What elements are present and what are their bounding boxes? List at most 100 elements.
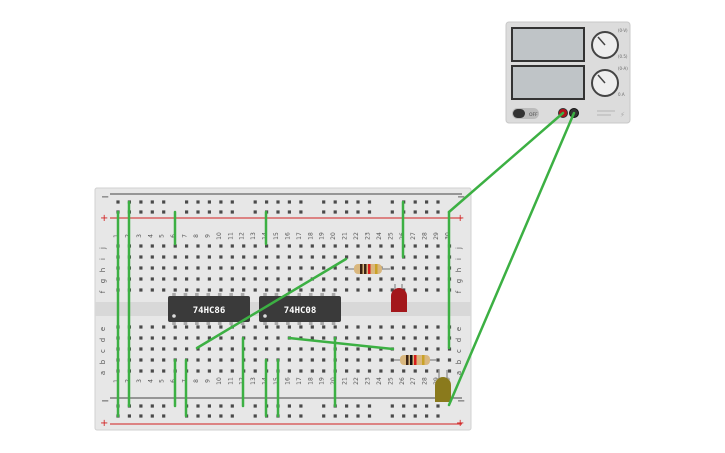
terminal-hole[interactable] [173,325,177,329]
terminal-hole[interactable] [356,244,360,248]
terminal-hole[interactable] [390,277,394,281]
rail-hole[interactable] [367,414,372,418]
terminal-hole[interactable] [162,266,166,270]
rail-hole[interactable] [276,210,280,214]
terminal-hole[interactable] [173,336,177,340]
terminal-hole[interactable] [139,336,143,340]
rail-hole[interactable] [390,414,394,418]
rail-hole[interactable] [345,200,349,204]
terminal-hole[interactable] [333,277,337,281]
terminal-hole[interactable] [196,347,200,351]
rail-hole[interactable] [139,404,143,408]
terminal-hole[interactable] [219,325,223,329]
terminal-hole[interactable] [185,347,189,351]
terminal-hole[interactable] [253,288,257,292]
terminal-hole[interactable] [219,347,223,351]
terminal-hole[interactable] [333,266,337,270]
terminal-hole[interactable] [196,358,200,362]
rail-hole[interactable] [333,200,337,204]
terminal-hole[interactable] [173,244,177,248]
rail-hole[interactable] [219,404,223,408]
terminal-hole[interactable] [162,288,166,292]
terminal-hole[interactable] [402,369,406,373]
led-red[interactable] [391,284,407,312]
rail-hole[interactable] [219,210,223,214]
terminal-hole[interactable] [139,266,143,270]
terminal-hole[interactable] [390,288,394,292]
rail-hole[interactable] [425,404,429,408]
rail-hole[interactable] [116,200,120,204]
terminal-hole[interactable] [425,325,429,329]
rail-hole[interactable] [139,200,143,204]
terminal-hole[interactable] [196,288,200,292]
terminal-hole[interactable] [242,255,246,259]
terminal-hole[interactable] [219,336,223,340]
terminal-hole[interactable] [173,277,177,281]
terminal-hole[interactable] [333,244,337,248]
terminal-hole[interactable] [402,347,406,351]
rail-hole[interactable] [276,200,280,204]
terminal-hole[interactable] [185,288,189,292]
resistor-2[interactable] [394,355,436,365]
terminal-hole[interactable] [253,347,257,351]
rail-hole[interactable] [253,404,257,408]
terminal-hole[interactable] [230,255,234,259]
terminal-hole[interactable] [242,288,246,292]
terminal-hole[interactable] [196,336,200,340]
ic-74hc86[interactable]: 74HC86 [168,293,250,325]
terminal-hole[interactable] [242,325,246,329]
terminal-hole[interactable] [207,288,211,292]
terminal-hole[interactable] [253,244,257,248]
rail-hole[interactable] [162,404,166,408]
terminal-hole[interactable] [333,255,337,259]
terminal-hole[interactable] [139,369,143,373]
rail-hole[interactable] [299,200,303,204]
terminal-hole[interactable] [299,336,303,340]
rail-hole[interactable] [436,210,440,214]
terminal-hole[interactable] [162,277,166,281]
terminal-hole[interactable] [196,369,200,373]
terminal-hole[interactable] [345,347,349,351]
terminal-hole[interactable] [436,277,440,281]
terminal-hole[interactable] [276,277,280,281]
terminal-hole[interactable] [230,369,234,373]
rail-hole[interactable] [322,404,326,408]
terminal-hole[interactable] [413,288,417,292]
rail-hole[interactable] [436,414,440,418]
terminal-hole[interactable] [219,266,223,270]
terminal-hole[interactable] [230,358,234,362]
terminal-hole[interactable] [150,277,154,281]
terminal-hole[interactable] [219,369,223,373]
terminal-hole[interactable] [345,336,349,340]
terminal-hole[interactable] [196,266,200,270]
terminal-hole[interactable] [310,255,314,259]
terminal-hole[interactable] [287,347,291,351]
rail-hole[interactable] [185,210,189,214]
terminal-hole[interactable] [425,288,429,292]
rail-hole[interactable] [185,200,189,204]
terminal-hole[interactable] [413,266,417,270]
terminal-hole[interactable] [276,325,280,329]
terminal-hole[interactable] [219,288,223,292]
rail-hole[interactable] [253,414,257,418]
rail-hole[interactable] [299,210,303,214]
terminal-hole[interactable] [356,369,360,373]
terminal-hole[interactable] [299,358,303,362]
terminal-hole[interactable] [219,358,223,362]
rail-hole[interactable] [356,200,360,204]
terminal-hole[interactable] [139,255,143,259]
terminal-hole[interactable] [379,255,383,259]
rail-hole[interactable] [345,404,349,408]
rail-hole[interactable] [219,414,223,418]
terminal-hole[interactable] [356,358,360,362]
rail-hole[interactable] [367,200,372,204]
rail-hole[interactable] [333,210,337,214]
terminal-hole[interactable] [265,255,269,259]
terminal-hole[interactable] [276,255,280,259]
terminal-hole[interactable] [402,336,406,340]
rail-hole[interactable] [162,414,166,418]
terminal-hole[interactable] [447,369,452,373]
terminal-hole[interactable] [356,288,360,292]
rail-hole[interactable] [150,414,154,418]
terminal-hole[interactable] [425,369,429,373]
